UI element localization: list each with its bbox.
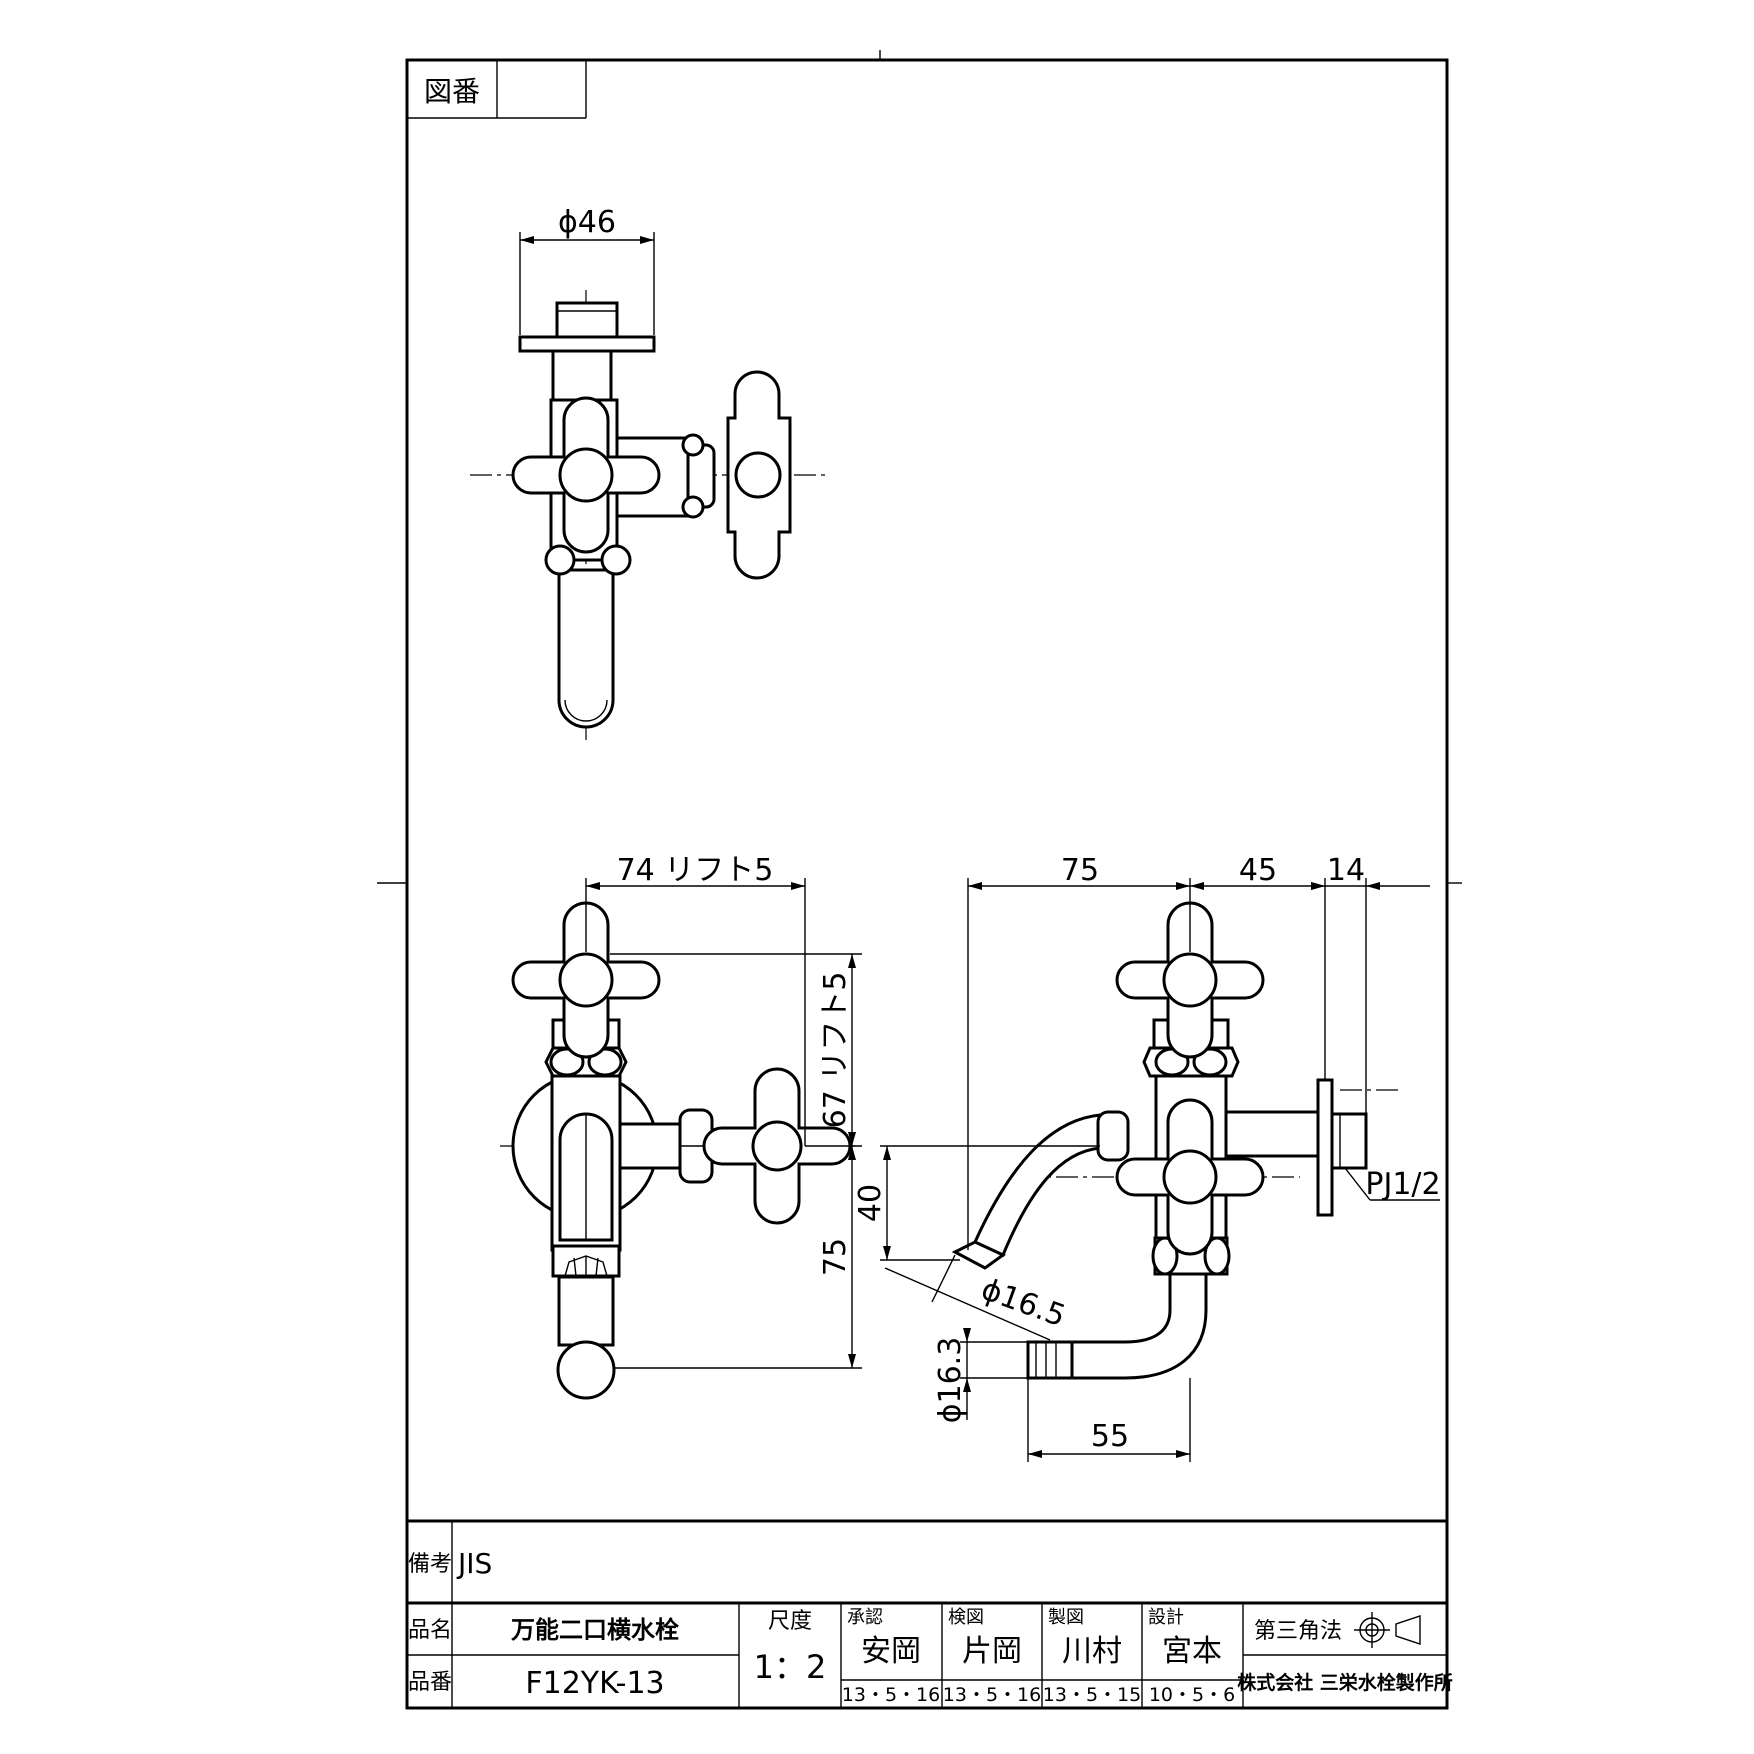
scale-value: 1：2	[754, 1648, 827, 1686]
dim-label-side-55: 55	[1091, 1419, 1129, 1454]
front-view	[500, 901, 860, 1400]
dim-label-side-14: 14	[1327, 853, 1365, 888]
drawing-number-box: 図番	[407, 60, 587, 119]
product-number: F12YK-13	[525, 1666, 664, 1701]
dim-label-74: 74 リフト5	[617, 853, 774, 888]
product-name-label: 品名	[408, 1618, 452, 1643]
approval-date: 13・5・16	[842, 1684, 940, 1706]
dim-label-side-45: 45	[1239, 853, 1277, 888]
sheet-border	[405, 58, 1449, 1710]
approval-label: 承認	[847, 1607, 883, 1628]
dim-label-75-lower: 75	[818, 1238, 853, 1276]
approval-name: 安岡	[861, 1634, 921, 1669]
dim-label-pj12: PJ1/2	[1365, 1167, 1440, 1202]
scale-label: 尺度	[768, 1609, 812, 1634]
remarks-label: 備考	[408, 1552, 452, 1577]
inspection-label: 検図	[948, 1607, 984, 1628]
company-name: 株式会社 三栄水栓製作所	[1237, 1671, 1453, 1694]
side-view	[951, 901, 1400, 1380]
design-date: 10・5・6	[1149, 1684, 1235, 1706]
inspection-date: 13・5・16	[943, 1684, 1041, 1706]
top-view	[470, 290, 830, 740]
title-block: 備考 JIS 品名 万能二口横水栓 品番 F12YK-13 尺度 1：2 承認 …	[407, 1519, 1453, 1708]
dim-label-side-40: 40	[853, 1184, 888, 1222]
dim-top-phi46: ϕ46	[519, 205, 655, 335]
product-name: 万能二口横水栓	[511, 1616, 679, 1644]
drafting-name: 川村	[1062, 1634, 1122, 1669]
inspection-name: 片岡	[962, 1634, 1022, 1669]
drafting-date: 13・5・15	[1043, 1684, 1141, 1706]
dim-label-67: 67 リフト5	[818, 972, 853, 1129]
product-number-label: 品番	[408, 1670, 452, 1695]
drawing-number-label: 図番	[424, 75, 480, 108]
design-name: 宮本	[1162, 1634, 1222, 1669]
dim-front: 74 リフト5 67 リフト5 75	[585, 853, 862, 1369]
third-angle-projection-icon	[1354, 1612, 1421, 1648]
design-label: 設計	[1148, 1607, 1184, 1628]
dim-label-phi163: ϕ16.3	[933, 1337, 968, 1424]
drafting-label: 製図	[1048, 1607, 1084, 1628]
dim-label-phi165: ϕ16.5	[977, 1272, 1070, 1335]
remarks-value: JIS	[456, 1547, 492, 1580]
dim-label-side-75: 75	[1061, 853, 1099, 888]
dim-label-phi46: ϕ46	[558, 205, 616, 240]
projection-label: 第三角法	[1254, 1619, 1342, 1644]
